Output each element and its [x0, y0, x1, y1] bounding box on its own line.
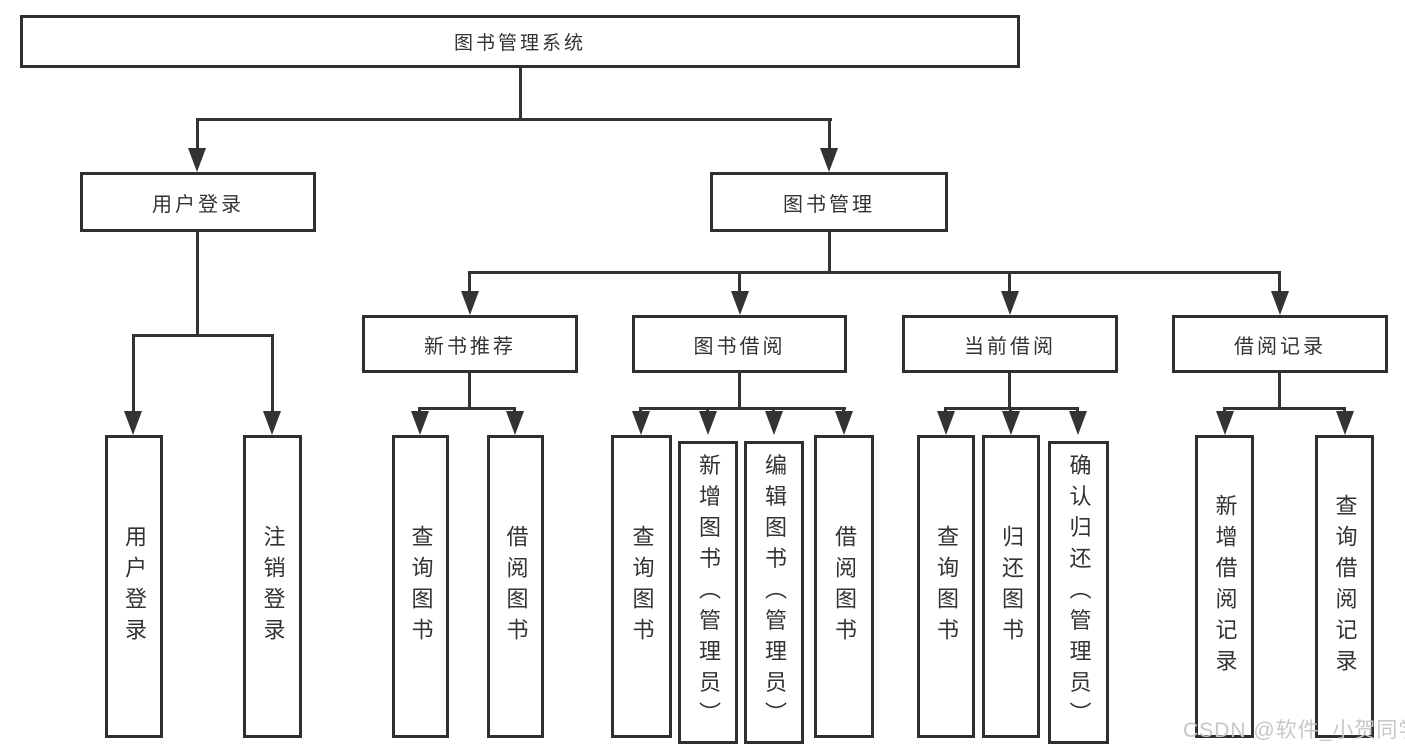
arrowhead-borrowing-records: [1271, 291, 1289, 315]
leaf-label: 确认归还（管理员）: [1066, 453, 1092, 732]
connector-drop-new-book: [468, 271, 471, 293]
leaf-add-books-admin: 新增图书（管理员）: [678, 441, 738, 744]
arrowhead-user-login: [188, 148, 206, 172]
connector-drop-borrowing-records: [1278, 271, 1281, 293]
connector-drop-book-management: [828, 118, 831, 151]
connector-root-stem: [519, 68, 522, 118]
node-book-management: 图书管理: [710, 172, 948, 232]
arrowhead-leaf: [1069, 411, 1087, 435]
arrowhead-current-borrowing: [1001, 291, 1019, 315]
leaf-borrow-books: 借阅图书: [814, 435, 874, 738]
arrowhead-new-book: [461, 291, 479, 315]
node-library-management-system: 图书管理系统: [20, 15, 1020, 68]
connector-current-borrowing-stem: [1008, 373, 1011, 410]
connector-root-bar: [196, 118, 832, 121]
arrowhead-leaf: [506, 411, 524, 435]
connector-drop-current-borrowing: [1008, 271, 1011, 293]
arrowhead-book-borrowing: [731, 291, 749, 315]
leaf-label: 用户登录: [122, 524, 147, 649]
arrowhead-leaf: [835, 411, 853, 435]
arrowhead-leaf: [937, 411, 955, 435]
leaf-logout: 注销登录: [243, 435, 302, 738]
leaf-query-books-borrowing: 查询图书: [611, 435, 672, 738]
connector-new-book-stem: [468, 373, 471, 410]
connector-drop-leaf-logout: [271, 334, 274, 412]
connector-book-mgmt-bar: [468, 271, 1281, 274]
arrowhead-leaf-logout: [263, 411, 281, 435]
leaf-query-books-current: 查询图书: [917, 435, 975, 738]
arrowhead-book-management: [820, 148, 838, 172]
connector-book-borrowing-bar: [640, 407, 846, 410]
node-book-borrowing: 图书借阅: [632, 315, 847, 373]
leaf-label: 注销登录: [260, 524, 286, 649]
connector-borrowing-records-stem: [1278, 373, 1281, 410]
leaf-label: 查询图书: [408, 524, 434, 649]
leaf-label: 查询图书: [934, 524, 959, 649]
arrowhead-leaf: [411, 411, 429, 435]
leaf-label: 新增借阅记录: [1212, 493, 1238, 680]
connector-book-borrowing-stem: [738, 373, 741, 410]
connector-drop-leaf-user-login: [132, 334, 135, 412]
node-new-book-recommendation: 新书推荐: [362, 315, 578, 373]
node-borrowing-records: 借阅记录: [1172, 315, 1388, 373]
connector-user-login-bar: [132, 334, 274, 337]
arrowhead-leaf-user-login: [124, 411, 142, 435]
leaf-label: 借阅图书: [503, 524, 529, 649]
csdn-watermark: CSDN @软件_小贺同学: [1183, 719, 1405, 742]
leaf-label: 新增图书（管理员）: [696, 453, 721, 732]
node-user-login: 用户登录: [80, 172, 316, 232]
arrowhead-leaf: [1002, 411, 1020, 435]
connector-book-mgmt-stem: [828, 232, 831, 274]
connector-drop-user-login: [196, 118, 199, 151]
leaf-edit-books-admin: 编辑图书（管理员）: [744, 441, 804, 744]
leaf-label: 借阅图书: [832, 524, 857, 649]
connector-user-login-stem: [196, 232, 199, 336]
arrowhead-leaf: [632, 411, 650, 435]
connector-borrowing-records-bar: [1224, 407, 1346, 410]
arrowhead-leaf: [699, 411, 717, 435]
connector-drop-book-borrowing: [738, 271, 741, 293]
arrowhead-leaf: [765, 411, 783, 435]
leaf-add-borrow-record: 新增借阅记录: [1195, 435, 1254, 738]
node-current-borrowing: 当前借阅: [902, 315, 1118, 373]
leaf-return-books: 归还图书: [982, 435, 1040, 738]
leaf-query-borrow-record: 查询借阅记录: [1315, 435, 1374, 738]
leaf-label: 查询图书: [629, 524, 655, 649]
arrowhead-leaf: [1216, 411, 1234, 435]
leaf-label: 归还图书: [999, 524, 1024, 649]
leaf-label: 查询借阅记录: [1332, 493, 1358, 680]
connector-new-book-bar: [419, 407, 516, 410]
connector-current-borrowing-bar: [945, 407, 1079, 410]
leaf-label: 编辑图书（管理员）: [762, 453, 787, 732]
leaf-borrow-books-recommend: 借阅图书: [487, 435, 544, 738]
leaf-user-login: 用户登录: [105, 435, 163, 738]
leaf-confirm-return-admin: 确认归还（管理员）: [1048, 441, 1109, 744]
arrowhead-leaf: [1336, 411, 1354, 435]
leaf-query-books-recommend: 查询图书: [392, 435, 449, 738]
